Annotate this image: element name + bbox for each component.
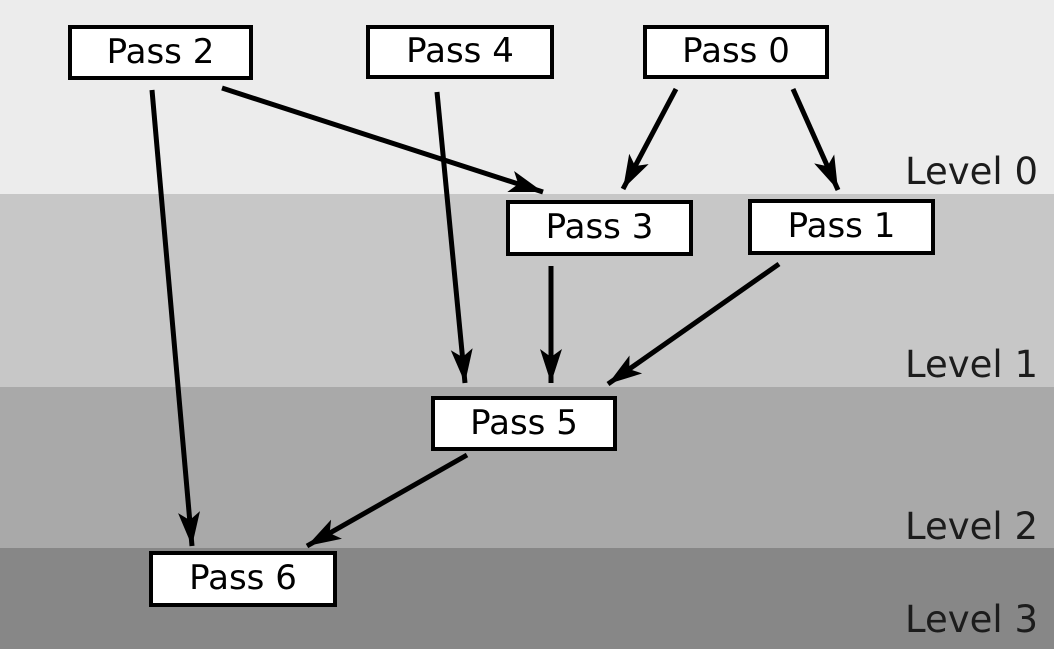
node-label-pass-1: Pass 1: [787, 206, 896, 246]
node-pass-1: Pass 1: [748, 199, 935, 255]
level-label-1: Level 1: [905, 343, 1038, 387]
edge-pass-0-to-pass-3: [620, 87, 679, 191]
edge-pass-2-to-pass-3: [221, 85, 544, 195]
edge-pass-2-to-pass-6: [149, 89, 200, 547]
edge-pass-5-to-pass-6: [305, 452, 469, 549]
node-pass-0: Pass 0: [643, 25, 829, 79]
node-label-pass-0: Pass 0: [682, 31, 790, 71]
node-label-pass-6: Pass 6: [189, 558, 297, 598]
node-pass-2: Pass 2: [68, 25, 253, 80]
edge-pass-4-to-pass-5: [434, 91, 473, 384]
edge-pass-1-to-pass-5: [606, 261, 781, 387]
node-pass-3: Pass 3: [506, 200, 693, 256]
level-label-2: Level 2: [905, 505, 1038, 549]
node-label-pass-5: Pass 5: [470, 402, 578, 443]
node-pass-4: Pass 4: [366, 25, 554, 79]
node-label-pass-4: Pass 4: [406, 31, 514, 71]
node-pass-6: Pass 6: [149, 551, 337, 607]
node-pass-5: Pass 5: [431, 396, 617, 451]
level-label-0: Level 0: [905, 150, 1038, 194]
edge-pass-0-to-pass-1: [790, 87, 841, 192]
node-label-pass-3: Pass 3: [545, 207, 654, 247]
node-label-pass-2: Pass 2: [106, 31, 215, 72]
level-label-3: Level 3: [905, 598, 1038, 642]
